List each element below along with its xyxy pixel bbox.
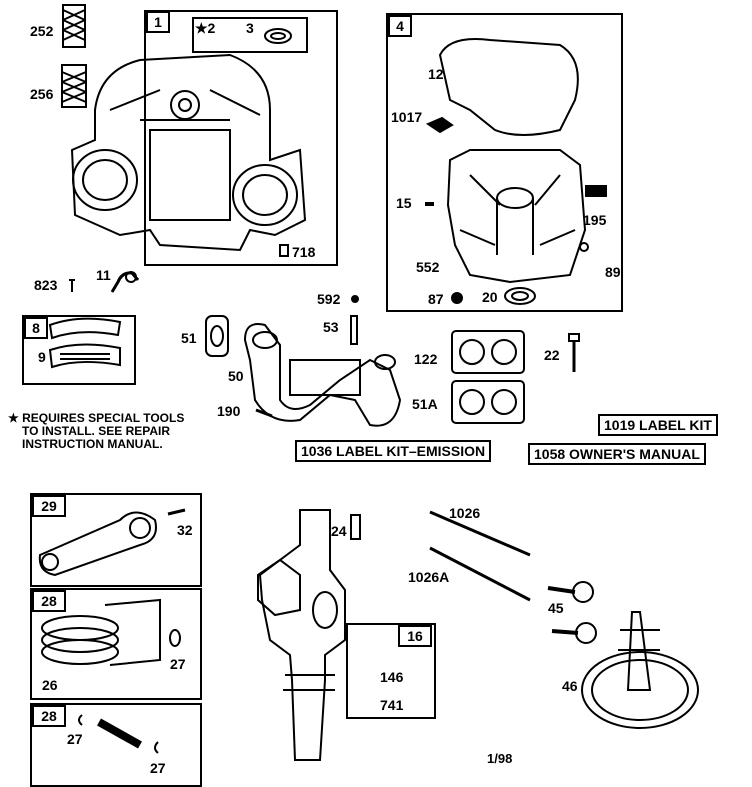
part-label-46[interactable]: 46 <box>562 678 578 694</box>
note-line-1: ★ REQUIRES SPECIAL TOOLS <box>8 411 185 425</box>
part-label-50[interactable]: 50 <box>228 368 244 384</box>
intake-manifold-drawing <box>243 323 402 427</box>
part-label-11[interactable]: 11 <box>96 267 111 283</box>
emission-label-kit-box[interactable]: 1036 LABEL KIT–EMISSION <box>295 440 492 462</box>
part-label-1017[interactable]: 1017 <box>391 109 423 125</box>
part-label-32[interactable]: 32 <box>177 522 193 538</box>
part-label-195[interactable]: 195 <box>583 212 607 228</box>
part-label-1026[interactable]: 1026 <box>449 505 481 521</box>
part-label-27c[interactable]: 27 <box>150 760 166 776</box>
part-label-552[interactable]: 552 <box>416 259 440 275</box>
filter-256-drawing <box>61 64 87 108</box>
piston-frame <box>30 588 202 700</box>
part-label-12[interactable]: 12 <box>428 66 444 82</box>
filter-252-drawing <box>62 4 86 48</box>
gasket-12-drawing <box>438 38 579 136</box>
part-label-27b[interactable]: 27 <box>67 731 83 747</box>
cylinder-assembly-frame <box>144 10 338 266</box>
part-tag-1[interactable]: 1 <box>146 11 170 33</box>
breather-frame <box>22 315 136 385</box>
part-tag-28a[interactable]: 28 <box>32 590 66 612</box>
note-line-2: TO INSTALL. SEE REPAIR <box>22 424 171 438</box>
note-line-3: INSTRUCTION MANUAL. <box>22 437 163 451</box>
part-tag-16[interactable]: 16 <box>398 625 432 647</box>
part-label-27a[interactable]: 27 <box>170 656 186 672</box>
part-label-3[interactable]: 3 <box>246 20 254 36</box>
date-code: 1/98 <box>487 751 513 766</box>
part-label-2[interactable]: ★2 <box>195 20 216 36</box>
part-label-190[interactable]: 190 <box>217 403 241 419</box>
part-tag-29[interactable]: 29 <box>32 495 66 517</box>
part-label-823[interactable]: 823 <box>34 277 58 293</box>
part-label-51A[interactable]: 51A <box>412 396 438 412</box>
part-tag-4[interactable]: 4 <box>388 15 412 37</box>
camshaft-drawing <box>581 611 699 729</box>
special-tool-frame <box>192 17 308 53</box>
crankcase-cover-frame <box>386 13 623 312</box>
part-label-9[interactable]: 9 <box>38 349 46 365</box>
part-label-15[interactable]: 15 <box>396 195 412 211</box>
special-tools-note: ★ REQUIRES SPECIAL TOOLS TO INSTALL. SEE… <box>8 412 184 451</box>
owners-manual-box[interactable]: 1058 OWNER'S MANUAL <box>528 443 706 465</box>
part-label-718[interactable]: 718 <box>292 244 316 260</box>
part-label-256[interactable]: 256 <box>30 86 54 102</box>
part-tag-28b[interactable]: 28 <box>32 705 66 727</box>
label-kit-box[interactable]: 1019 LABEL KIT <box>598 414 718 436</box>
part-label-741[interactable]: 741 <box>380 697 404 713</box>
part-label-24[interactable]: 24 <box>331 523 347 539</box>
part-label-252[interactable]: 252 <box>30 23 54 39</box>
part-label-592[interactable]: 592 <box>317 291 341 307</box>
part-label-89[interactable]: 89 <box>605 264 621 280</box>
piston-drawing <box>41 598 181 666</box>
part-label-20[interactable]: 20 <box>482 289 498 305</box>
part-label-53[interactable]: 53 <box>323 319 339 335</box>
connecting-rod-frame <box>30 493 202 587</box>
part-label-1026A[interactable]: 1026A <box>408 569 450 585</box>
crankshaft-frame <box>346 623 436 719</box>
part-label-26[interactable]: 26 <box>42 677 58 693</box>
part-label-22[interactable]: 22 <box>544 347 560 363</box>
part-label-51[interactable]: 51 <box>181 330 197 346</box>
crankcase-cover-drawing <box>446 149 587 284</box>
part-tag-8[interactable]: 8 <box>24 317 48 339</box>
part-label-146[interactable]: 146 <box>380 669 404 685</box>
part-label-87[interactable]: 87 <box>428 291 444 307</box>
cylinder-block-drawing <box>70 53 307 252</box>
part-label-122[interactable]: 122 <box>414 351 438 367</box>
part-label-45[interactable]: 45 <box>548 600 564 616</box>
crankshaft-drawing <box>257 509 346 761</box>
